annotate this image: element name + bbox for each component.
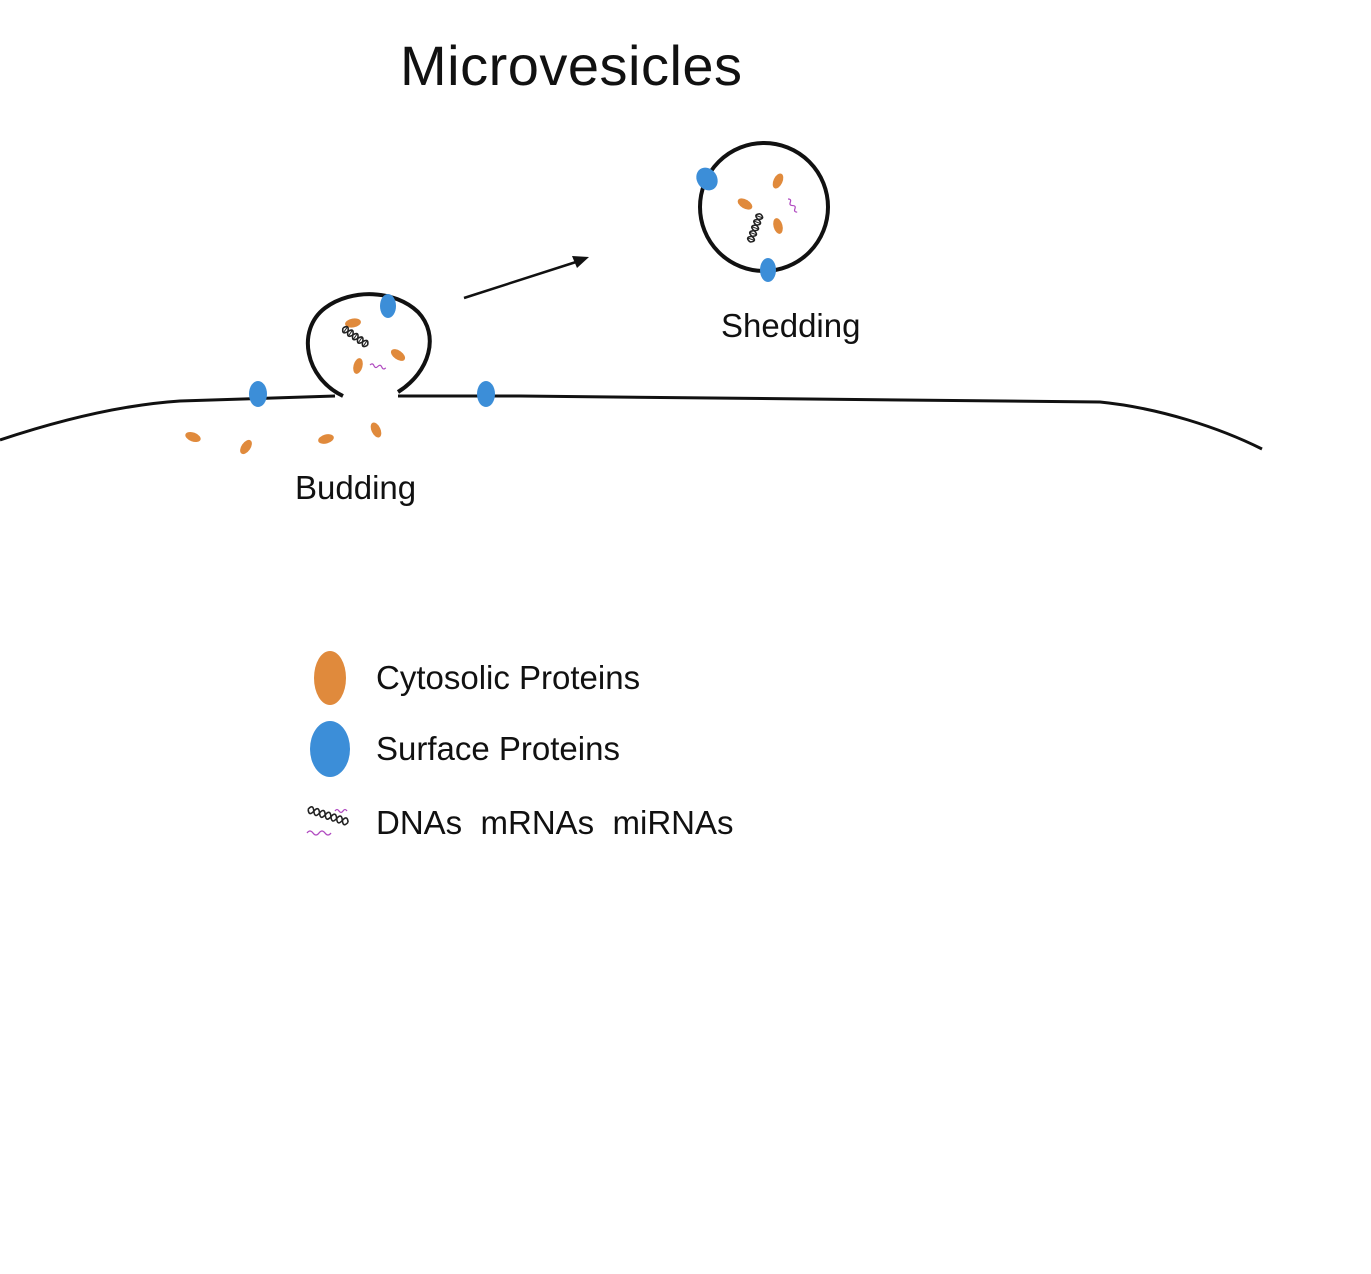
cytosolic-protein	[370, 422, 382, 438]
legend-label-surface: Surface Proteins	[376, 730, 620, 767]
cytosolic-protein	[772, 173, 784, 189]
budding-vesicle	[305, 292, 432, 398]
rna-strand	[369, 362, 387, 370]
release-arrow	[463, 260, 577, 300]
rna-strand	[786, 197, 800, 214]
surface-protein	[380, 294, 396, 318]
legend-item-cytosolic: Cytosolic Proteins	[300, 648, 640, 708]
cytosolic-protein	[318, 434, 334, 444]
cytosolic-protein	[390, 349, 406, 361]
cytosolic-protein	[737, 198, 753, 210]
dna-helix	[745, 211, 765, 244]
budding-label: Budding	[295, 469, 417, 506]
surface-protein-icon	[300, 719, 360, 779]
surface-protein	[477, 381, 495, 407]
cytosolic-protein	[345, 318, 361, 328]
dna-helix	[340, 324, 371, 349]
legend-label-nucleic-acids: DNAs mRNAs miRNAs	[376, 804, 734, 841]
cytosolic-protein	[353, 358, 363, 374]
shedding-label: Shedding	[721, 307, 861, 344]
surface-protein	[760, 258, 776, 282]
cytosolic-protein	[773, 218, 783, 234]
legend-label-cytosolic: Cytosolic Proteins	[376, 659, 641, 696]
cytosolic-protein	[240, 439, 252, 455]
surface-protein	[249, 381, 267, 407]
shed-vesicle	[698, 141, 830, 273]
cytosolic-protein-icon	[300, 648, 360, 708]
cytosolic-protein	[185, 431, 201, 443]
legend-item-nucleic-acids: DNAs mRNAs miRNAs	[300, 793, 734, 853]
arrow-head	[572, 256, 589, 268]
surface-protein	[696, 167, 718, 191]
cell-membrane	[0, 394, 1263, 451]
legend-item-surface: Surface Proteins	[300, 719, 620, 779]
dna-rna-icon	[300, 793, 360, 853]
diagram-title: Microvesicles	[400, 34, 743, 97]
